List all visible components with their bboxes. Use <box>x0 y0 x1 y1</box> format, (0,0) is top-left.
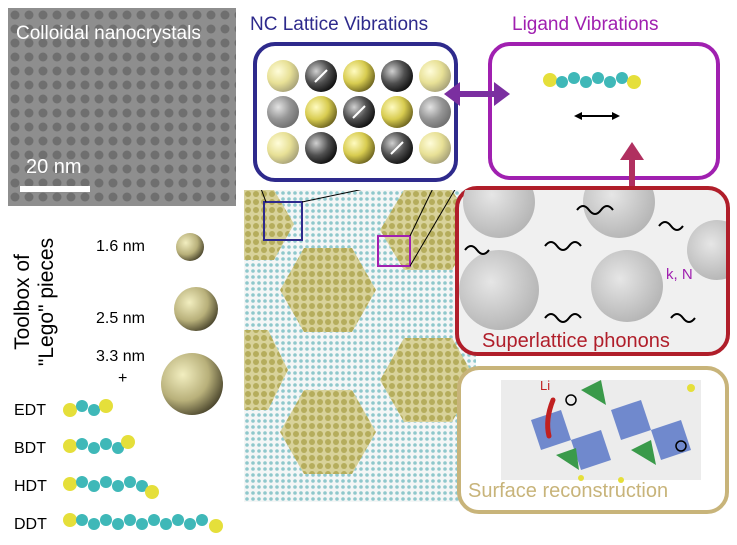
ligand-zoom-marker <box>377 235 411 267</box>
tem-label: Colloidal nanocrystals <box>16 23 201 44</box>
coupling-arrows <box>444 82 510 106</box>
superlattice-panel <box>455 166 737 356</box>
nc-lattice-zoom-marker <box>263 201 303 241</box>
ligand-label-ddt: DDT <box>14 516 47 533</box>
arrow-head-right <box>494 82 510 106</box>
tem-image <box>8 8 236 206</box>
toolbox-title-wrap: Toolbox of "Lego" pieces <box>11 226 58 376</box>
surface-panel <box>457 366 729 514</box>
arrow-head-left <box>444 82 460 106</box>
nanocrystal-large <box>161 353 223 415</box>
scalebar-label: 20 nm <box>26 156 82 178</box>
tem-texture <box>8 8 236 206</box>
nanocrystal-medium <box>174 287 218 331</box>
size-label-large: 3.3 nm <box>96 348 145 365</box>
size-label-medium: 2.5 nm <box>96 310 145 327</box>
surface-title: Surface reconstruction <box>468 480 669 502</box>
ligand-label-hdt: HDT <box>14 478 47 495</box>
ligand-label-edt: EDT <box>14 402 46 419</box>
surface-crystal-graphic <box>501 380 701 483</box>
ligand-panel <box>488 42 720 180</box>
ligand-ddt <box>63 513 223 533</box>
nc-lattice-spheres <box>267 60 451 164</box>
ligand-molecules <box>63 399 223 533</box>
superlattice-illustration <box>244 190 476 502</box>
ligand-edt <box>63 399 113 417</box>
scalebar <box>20 186 90 192</box>
superlattice-title: Superlattice phonons <box>482 330 670 352</box>
nanocrystal-illustrations <box>161 233 223 415</box>
ligand-hdt <box>63 476 159 499</box>
ligand-vibration-graphic <box>543 72 641 120</box>
nc-lattice-title: NC Lattice Vibrations <box>250 14 429 35</box>
size-label-small: 1.6 nm <box>96 238 145 255</box>
ligand-bdt <box>63 435 135 454</box>
spring-params-label: k, N <box>666 266 693 283</box>
ligand-label-bdt: BDT <box>14 440 46 457</box>
surface-atom-label: Li <box>540 378 551 393</box>
toolbox-title: Toolbox of "Lego" pieces <box>11 237 58 367</box>
plus-sign: + <box>118 370 128 387</box>
nanocrystal-small <box>176 233 204 261</box>
ligand-title: Ligand Vibrations <box>512 14 659 35</box>
nc-lattice-panel <box>253 42 458 182</box>
